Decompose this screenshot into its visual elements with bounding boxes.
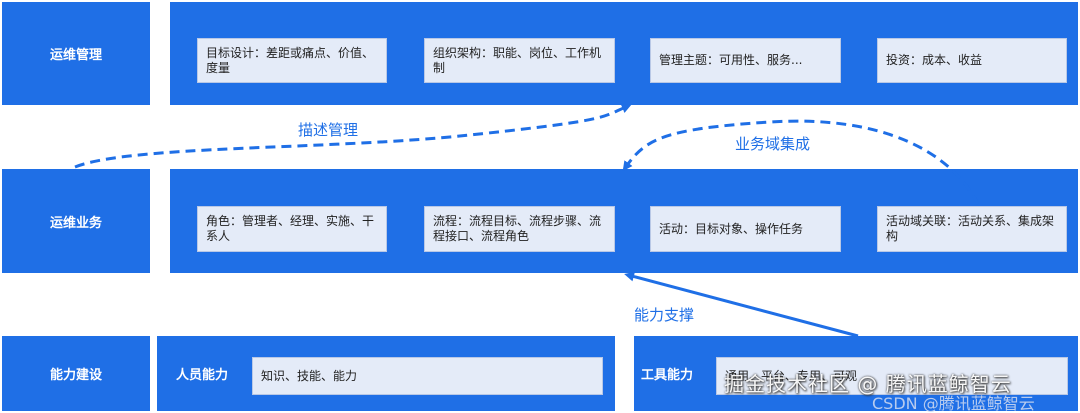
capability-support-label: 能力支撑 bbox=[634, 306, 695, 324]
cell-management-topic: 管理主题：可用性、服务... bbox=[650, 38, 841, 83]
watermark-primary: 掘金技术社区 @ 腾讯蓝鲸智云 bbox=[724, 372, 1012, 396]
describe-management-label: 描述管理 bbox=[298, 121, 359, 139]
row-label-capability: 能力建设 bbox=[2, 336, 150, 411]
cell-activity-domain: 活动域关联：活动关系、集成架构 bbox=[877, 206, 1067, 252]
row-label-ops-business: 运维业务 bbox=[2, 169, 150, 273]
cell-process: 流程：流程目标、流程步骤、流程接口、流程角色 bbox=[424, 206, 615, 252]
row-label-ops-management: 运维管理 bbox=[2, 2, 150, 105]
cell-people-skills: 知识、技能、能力 bbox=[252, 357, 603, 395]
business-domain-integration-label: 业务域集成 bbox=[735, 135, 811, 153]
watermark-secondary: CSDN @腾讯蓝鲸智云 bbox=[872, 394, 1035, 413]
cell-roles: 角色：管理者、经理、实施、干系人 bbox=[197, 206, 387, 252]
cell-goal-design: 目标设计：差距或痛点、价值、度量 bbox=[197, 38, 387, 83]
tool-capability-title: 工具能力 bbox=[641, 368, 694, 383]
cell-tool-types: 通用、平台、专用、可观 bbox=[716, 357, 1068, 395]
cell-activity: 活动：目标对象、操作任务 bbox=[650, 206, 841, 252]
people-capability-title: 人员能力 bbox=[176, 368, 229, 383]
cell-org-structure: 组织架构：职能、岗位、工作机制 bbox=[424, 38, 615, 83]
cell-investment: 投资：成本、收益 bbox=[877, 38, 1067, 83]
